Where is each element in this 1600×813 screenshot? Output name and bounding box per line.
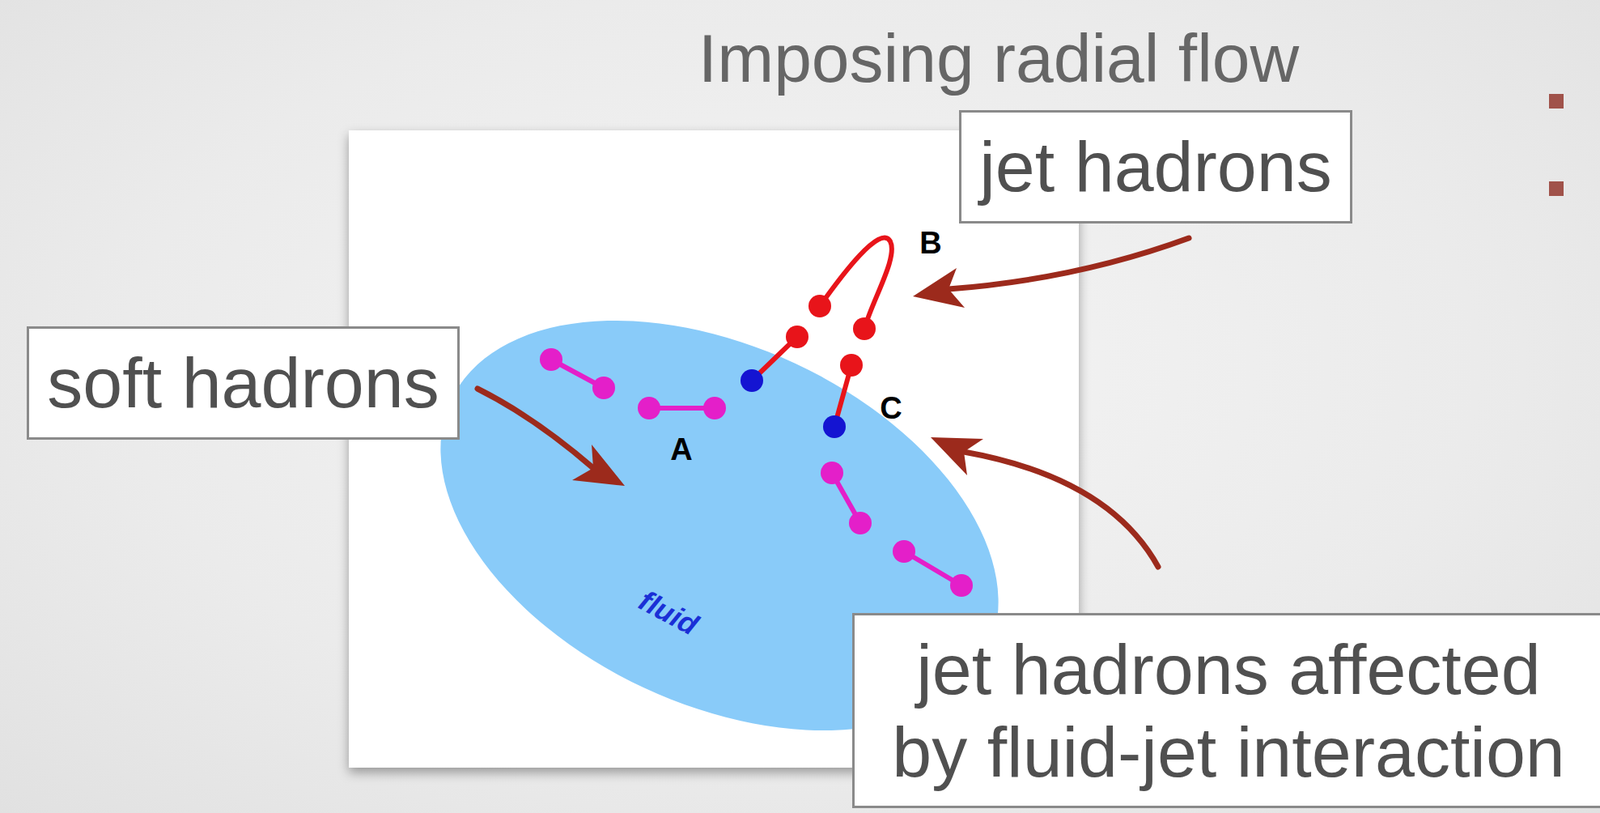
- callout-text: jet hadrons affected by fluid-jet intera…: [880, 628, 1577, 792]
- bullet-square: [1549, 93, 1564, 109]
- label-holder: C: [879, 390, 902, 426]
- pointer-arrows: [477, 237, 1189, 567]
- slide-title: Imposing radial flow: [698, 19, 1299, 98]
- label-holder: A: [670, 432, 692, 467]
- callout-box: jet hadrons affected by fluid-jet intera…: [852, 612, 1600, 808]
- callout-box: jet hadrons: [959, 110, 1353, 224]
- point-letter: C: [879, 390, 902, 426]
- callout-text: soft hadrons: [46, 341, 439, 424]
- bullet-square: [1549, 181, 1564, 196]
- callout-text: jet hadrons: [979, 125, 1332, 208]
- region-label: fluid: [633, 583, 705, 643]
- soft-hadron-strings: [539, 348, 973, 597]
- point-letter: A: [670, 432, 692, 467]
- jet-hadron-strings: [740, 237, 892, 438]
- callout-box: soft hadrons: [26, 326, 460, 440]
- label-holder: B: [919, 225, 942, 261]
- point-letter: B: [919, 225, 942, 261]
- label-holder: fluid: [633, 583, 705, 643]
